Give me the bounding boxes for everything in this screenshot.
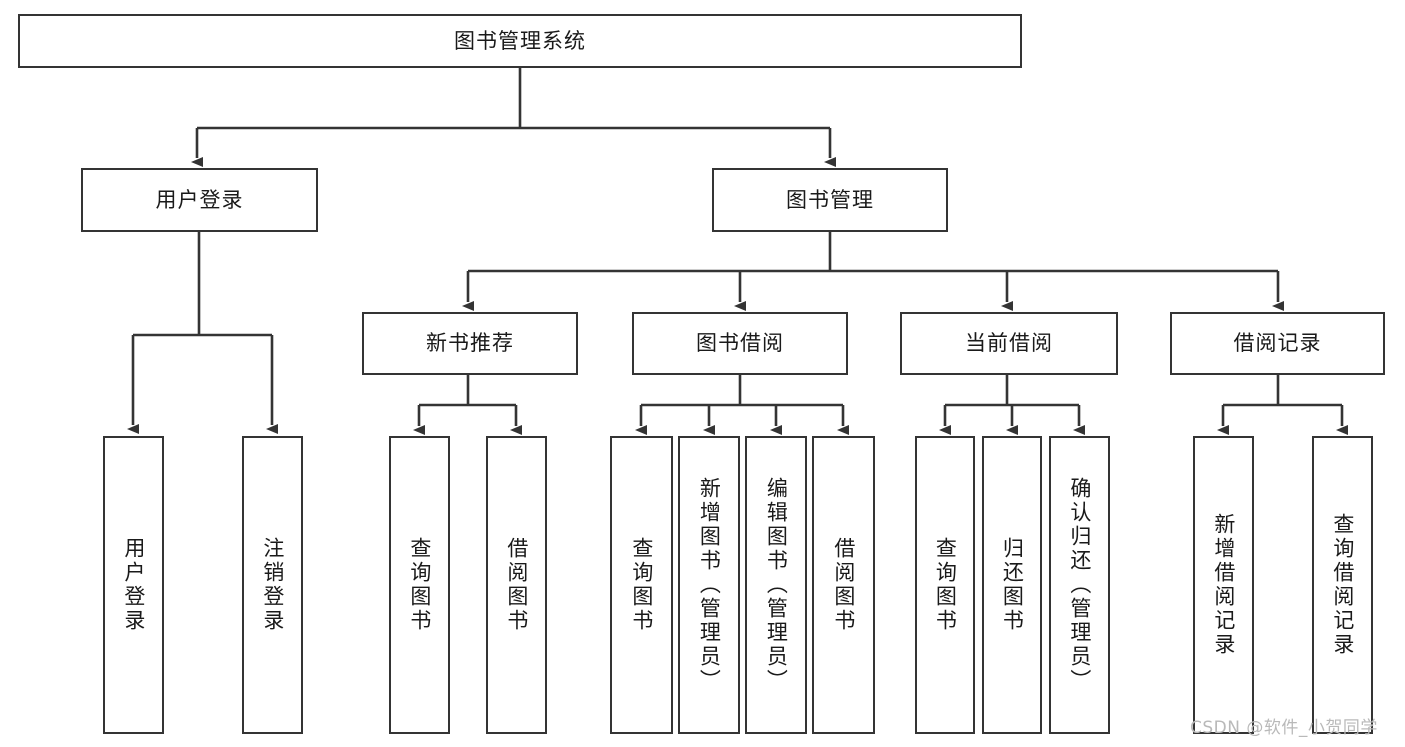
node-leaf-confirm-return[interactable]: 确认归还（管理员） xyxy=(1049,436,1110,734)
node-leaf-user-login-label: 用户登录 xyxy=(121,537,146,633)
node-leaf-query-book-1[interactable]: 查询图书 xyxy=(389,436,450,734)
node-leaf-query-record[interactable]: 查询借阅记录 xyxy=(1312,436,1373,734)
node-leaf-edit-book-label: 编辑图书（管理员） xyxy=(764,477,789,693)
node-borrow-record-label: 借阅记录 xyxy=(1233,331,1322,356)
node-leaf-borrow-book-1[interactable]: 借阅图书 xyxy=(486,436,547,734)
node-leaf-confirm-return-label: 确认归还（管理员） xyxy=(1067,477,1092,693)
node-leaf-user-login[interactable]: 用户登录 xyxy=(103,436,164,734)
node-leaf-borrow-book-1-label: 借阅图书 xyxy=(504,537,529,633)
node-leaf-add-book[interactable]: 新增图书（管理员） xyxy=(678,436,740,734)
node-user-login[interactable]: 用户登录 xyxy=(81,168,318,232)
node-leaf-query-book-3[interactable]: 查询图书 xyxy=(915,436,975,734)
node-leaf-query-book-1-label: 查询图书 xyxy=(407,537,432,633)
node-current-borrow-label: 当前借阅 xyxy=(965,331,1053,356)
node-book-borrow[interactable]: 图书借阅 xyxy=(632,312,848,375)
node-user-login-label: 用户登录 xyxy=(155,187,244,212)
node-leaf-query-book-2-label: 查询图书 xyxy=(629,537,654,633)
node-leaf-logout[interactable]: 注销登录 xyxy=(242,436,303,734)
node-leaf-add-record-label: 新增借阅记录 xyxy=(1211,513,1236,657)
node-borrow-record[interactable]: 借阅记录 xyxy=(1170,312,1385,375)
node-leaf-query-book-3-label: 查询图书 xyxy=(933,537,958,633)
node-current-borrow[interactable]: 当前借阅 xyxy=(900,312,1118,375)
node-new-book-rec-label: 新书推荐 xyxy=(426,331,514,356)
node-leaf-query-record-label: 查询借阅记录 xyxy=(1330,513,1355,657)
node-leaf-add-book-label: 新增图书（管理员） xyxy=(697,477,722,693)
node-leaf-add-record[interactable]: 新增借阅记录 xyxy=(1193,436,1254,734)
node-new-book-rec[interactable]: 新书推荐 xyxy=(362,312,578,375)
node-leaf-return-book[interactable]: 归还图书 xyxy=(982,436,1042,734)
node-root-label: 图书管理系统 xyxy=(454,28,586,53)
node-leaf-query-book-2[interactable]: 查询图书 xyxy=(610,436,673,734)
node-book-manage-label: 图书管理 xyxy=(786,187,874,212)
node-leaf-borrow-book-2[interactable]: 借阅图书 xyxy=(812,436,875,734)
node-book-borrow-label: 图书借阅 xyxy=(696,331,784,356)
node-book-manage[interactable]: 图书管理 xyxy=(712,168,948,232)
csdn-watermark: CSDN @软件_小贺同学 xyxy=(1190,718,1378,738)
node-root[interactable]: 图书管理系统 xyxy=(18,14,1022,68)
node-leaf-borrow-book-2-label: 借阅图书 xyxy=(831,537,856,633)
node-leaf-logout-label: 注销登录 xyxy=(260,537,285,633)
node-leaf-return-book-label: 归还图书 xyxy=(1000,537,1025,633)
node-leaf-edit-book[interactable]: 编辑图书（管理员） xyxy=(745,436,807,734)
